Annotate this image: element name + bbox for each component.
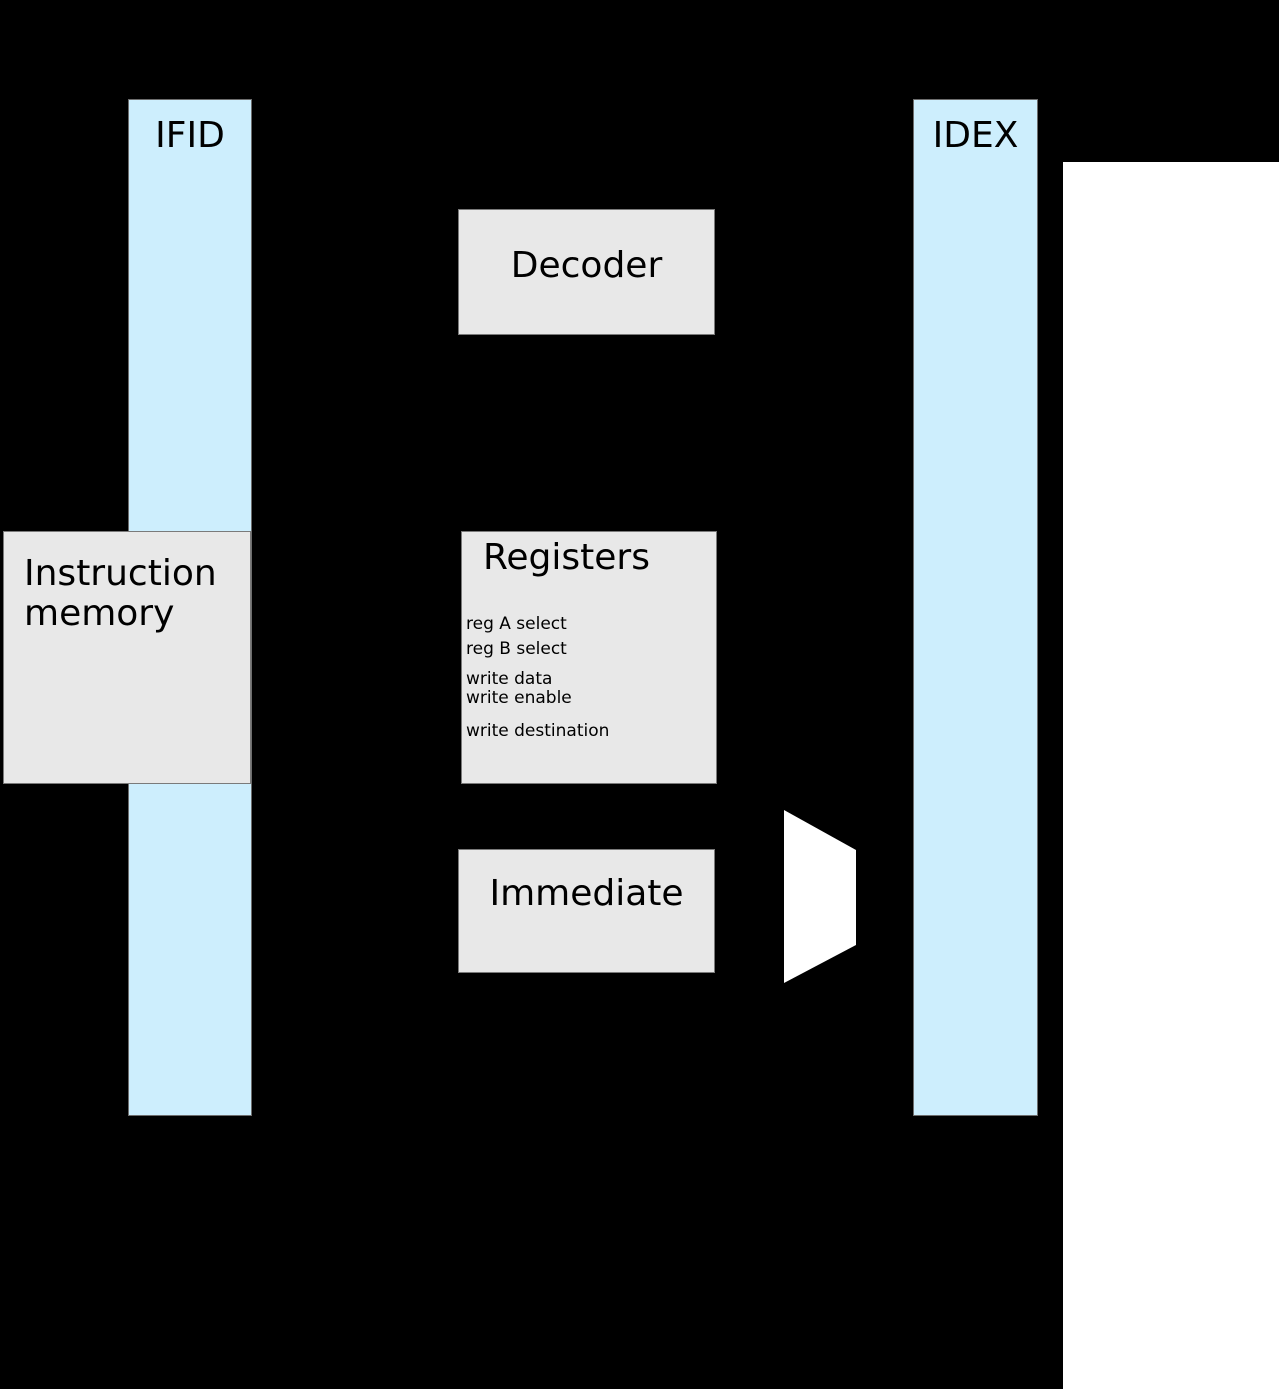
operand-mux[interactable] (780, 805, 864, 990)
block-decoder-label: Decoder (510, 245, 663, 286)
registers-port-write-enable: write enable (466, 688, 572, 708)
block-registers[interactable] (461, 531, 717, 784)
block-immediate-label: Immediate (489, 873, 684, 914)
registers-port-write-data: write data (466, 669, 553, 689)
operand-mux-shape (784, 810, 856, 983)
block-registers-label: Registers (483, 537, 650, 578)
block-instruction-memory-label: Instruction memory (24, 553, 217, 635)
registers-port-reg-a-select: reg A select (466, 614, 567, 634)
registers-port-write-destination: write destination (466, 721, 610, 741)
registers-port-list: reg A select reg B select write data wri… (466, 616, 711, 740)
block-decoder[interactable] (458, 209, 715, 335)
pipeline-register-idex-label: IDEX (932, 115, 1019, 156)
pipeline-register-ifid-label: IFID (155, 115, 225, 156)
pipeline-register-idex[interactable] (913, 99, 1038, 1116)
block-instruction-memory[interactable] (3, 531, 251, 784)
registers-port-reg-b-select: reg B select (466, 639, 567, 659)
block-immediate[interactable] (458, 849, 715, 973)
right-white-panel (1063, 162, 1279, 1389)
